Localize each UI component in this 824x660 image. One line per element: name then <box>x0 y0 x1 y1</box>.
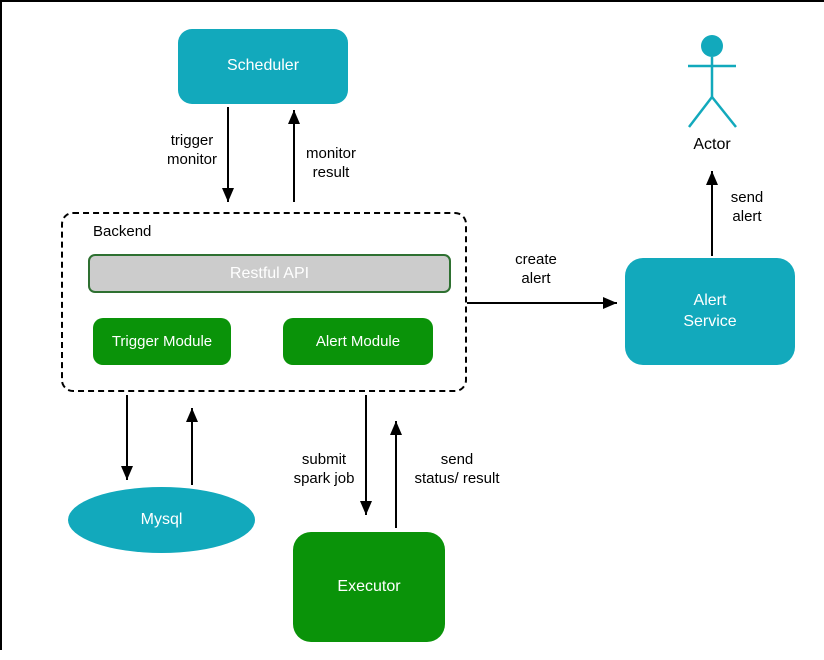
alert-module-node: Alert Module <box>283 318 433 365</box>
alert-service-node: Alert Service <box>625 258 795 365</box>
window-edge-top <box>0 0 824 2</box>
scheduler-node: Scheduler <box>178 29 348 104</box>
edge-label-monitor-result: monitor result <box>305 145 357 181</box>
edge-label-trigger-monitor: trigger monitor <box>166 132 218 168</box>
edge-label-send-alert: send alert <box>730 189 764 225</box>
executor-node: Executor <box>293 532 445 642</box>
actor-icon <box>688 35 737 128</box>
mysql-node: Mysql <box>68 487 255 553</box>
edge-label-submit-spark-job: submit spark job <box>293 451 355 487</box>
restful-api-bar: Restful API <box>88 254 451 293</box>
window-edge-left <box>0 0 2 650</box>
backend-container: Backend Restful API <box>61 212 467 392</box>
edge-label-create-alert: create alert <box>515 251 557 287</box>
backend-label: Backend <box>93 223 152 240</box>
actor-label: Actor <box>693 136 731 153</box>
edge-label-send-status-result: send status/ result <box>414 451 500 487</box>
trigger-module-node: Trigger Module <box>93 318 231 365</box>
